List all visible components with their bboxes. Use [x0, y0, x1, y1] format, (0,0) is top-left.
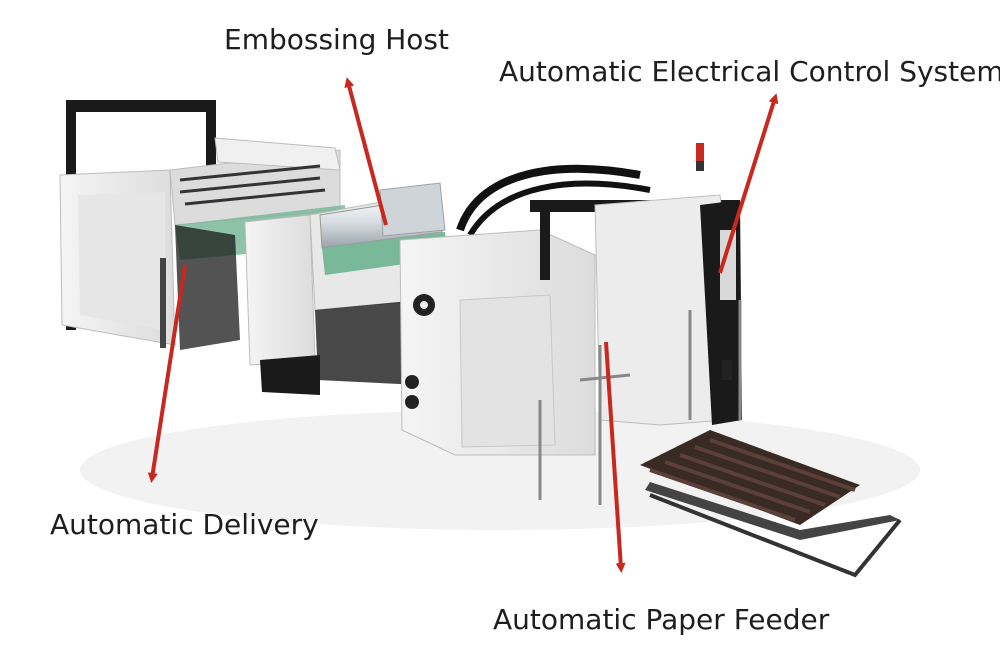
arrow-delivery [147, 264, 187, 483]
annotation-arrows [147, 77, 779, 573]
paper-pallet [640, 430, 902, 578]
label-automatic-paper-feeder: Automatic Paper Feeder [493, 603, 830, 636]
feeder-unit [399, 143, 742, 505]
label-automatic-delivery: Automatic Delivery [50, 508, 319, 541]
embossing-host [244, 182, 448, 395]
arrow-paper-feeder [604, 341, 626, 573]
arrow-electrical-control [718, 93, 779, 274]
label-electrical-control-system: Automatic Electrical Control System [499, 55, 1000, 88]
label-embossing-host: Embossing Host [224, 23, 449, 56]
arrow-embossing-host [344, 77, 388, 226]
